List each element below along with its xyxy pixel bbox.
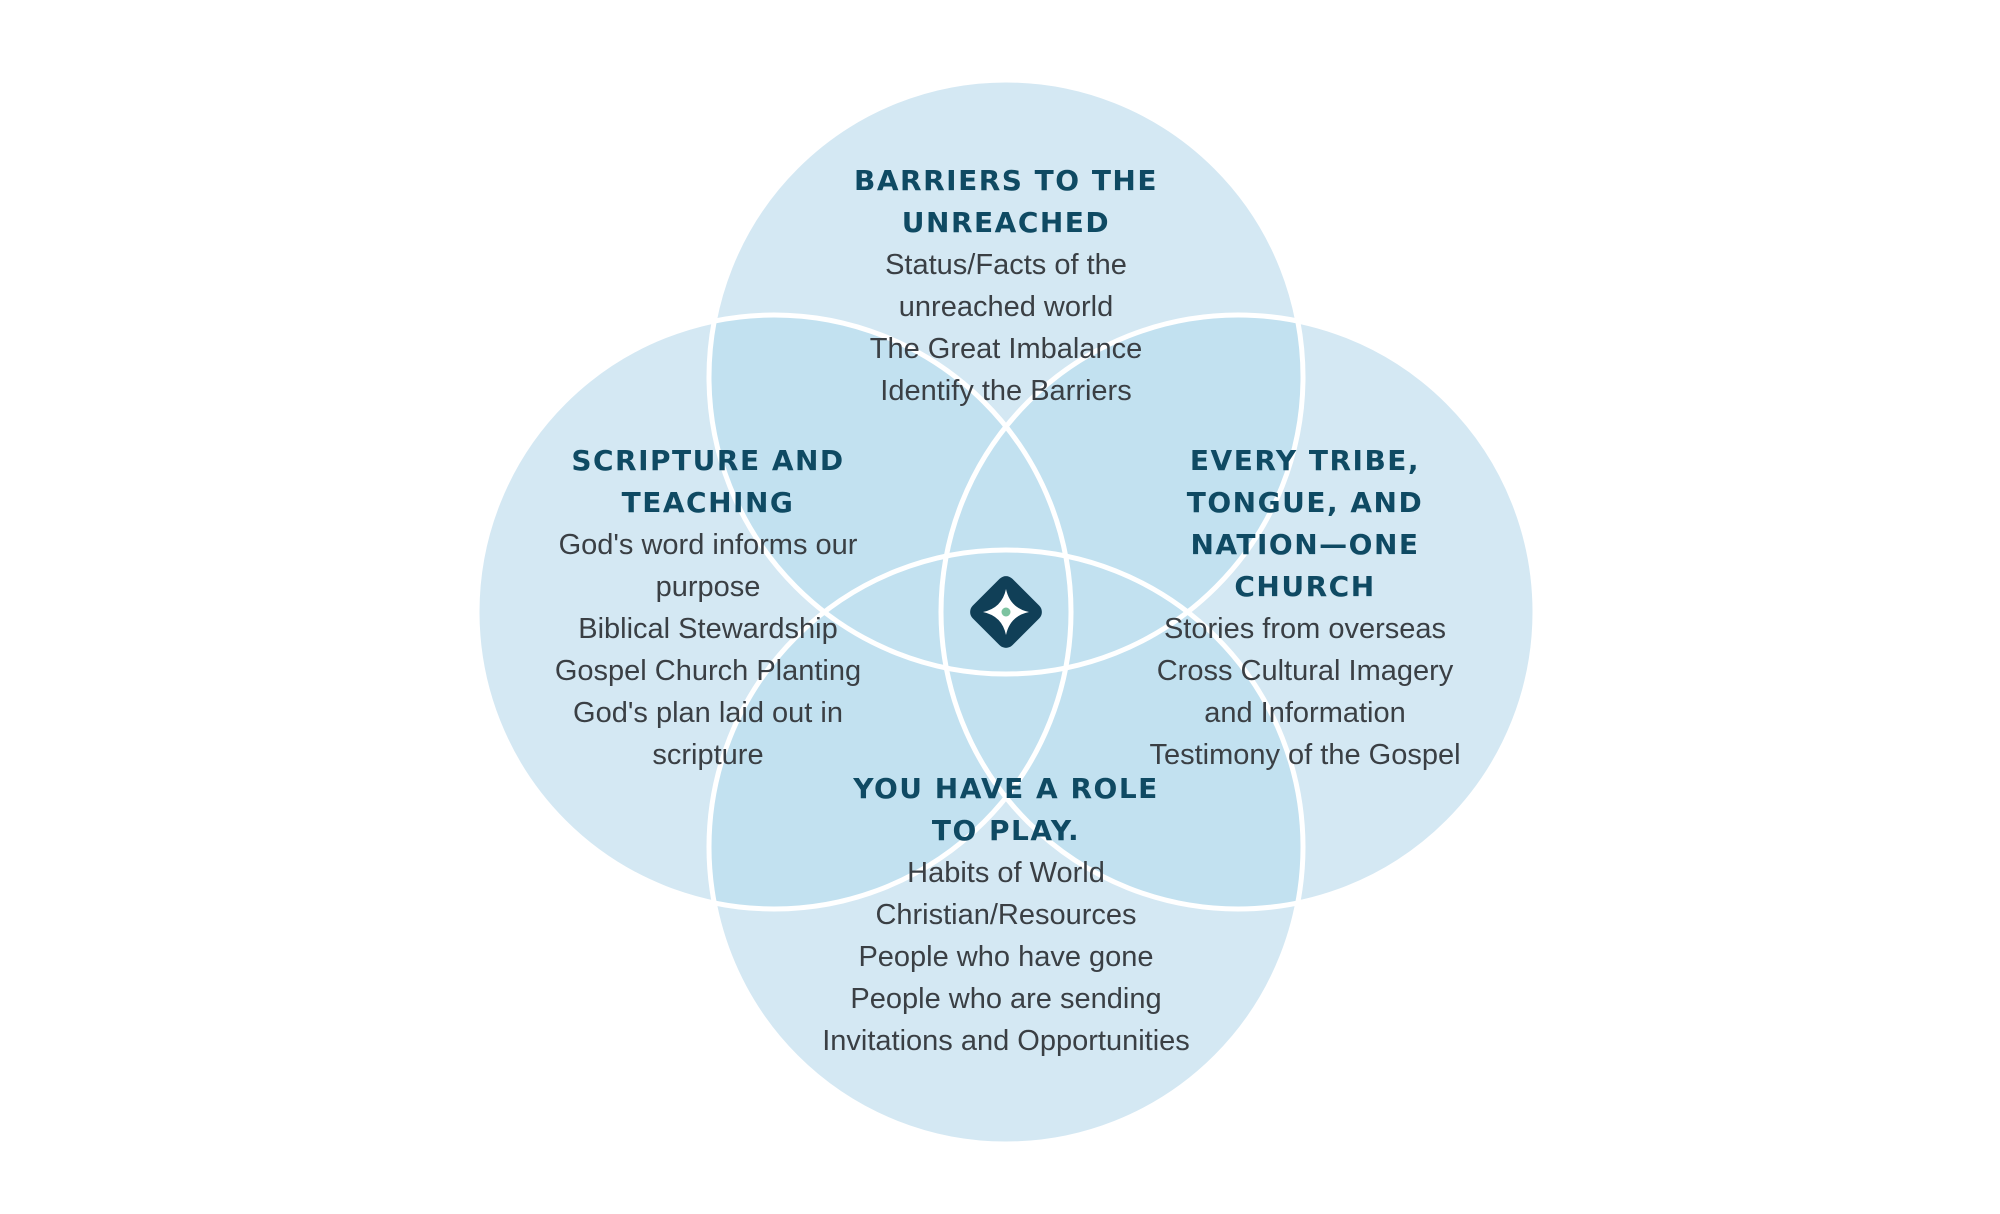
item-line: People who are sending [850, 983, 1162, 1015]
category-items: God's word informs our purpose Biblical … [508, 524, 908, 776]
heading-line: NATION—ONE [1190, 528, 1420, 561]
item-line: Stories from overseas [1163, 613, 1447, 645]
heading-line: YOU HAVE A ROLE [853, 772, 1159, 805]
category-barriers: BARRIERS TO THE UNREACHED Status/Facts o… [806, 160, 1206, 412]
item-line: scripture [652, 739, 764, 771]
category-items: Habits of World Christian/Resources Peop… [786, 852, 1226, 1062]
heading-line: EVERY TRIBE, [1189, 444, 1421, 477]
heading-line: UNREACHED [901, 206, 1111, 239]
item-line: People who have gone [858, 941, 1154, 973]
outline-top [706, 77, 1306, 677]
item-line: The Great Imbalance [869, 333, 1143, 365]
item-line: Biblical Stewardship [578, 613, 838, 645]
item-line: Invitations and Opportunities [822, 1025, 1190, 1057]
category-your-role: YOU HAVE A ROLE TO PLAY. Habits of World… [786, 768, 1226, 1062]
category-heading: YOU HAVE A ROLE TO PLAY. [786, 768, 1226, 852]
category-heading: EVERY TRIBE, TONGUE, AND NATION—ONE CHUR… [1110, 440, 1500, 608]
item-line: purpose [655, 571, 761, 603]
outline-left [474, 312, 1074, 912]
item-line: Status/Facts of the [885, 249, 1127, 281]
heading-line: CHURCH [1234, 570, 1376, 603]
category-items: Stories from overseas Cross Cultural Ima… [1110, 608, 1500, 776]
category-heading: SCRIPTURE AND TEACHING [508, 440, 908, 524]
category-heading: BARRIERS TO THE UNREACHED [806, 160, 1206, 244]
category-every-tribe: EVERY TRIBE, TONGUE, AND NATION—ONE CHUR… [1110, 440, 1500, 776]
item-line: Cross Cultural Imagery [1156, 655, 1454, 687]
outline-bottom [706, 547, 1306, 1147]
item-line: Gospel Church Planting [554, 655, 862, 687]
category-scripture: SCRIPTURE AND TEACHING God's word inform… [508, 440, 908, 776]
item-line: Testimony of the Gospel [1149, 739, 1461, 771]
item-line: Identify the Barriers [880, 375, 1132, 407]
heading-line: TEACHING [621, 486, 795, 519]
heading-line: SCRIPTURE AND [571, 444, 845, 477]
item-line: unreached world [898, 291, 1114, 323]
heading-line: BARRIERS TO THE [854, 164, 1158, 197]
item-line: God's plan laid out in [573, 697, 843, 729]
heading-line: TONGUE, AND [1186, 486, 1424, 519]
item-line: God's word informs our [558, 529, 858, 561]
item-line: Christian/Resources [875, 899, 1137, 931]
compass-star-diamond-icon [970, 576, 1042, 648]
item-line: Habits of World [907, 857, 1105, 889]
category-items: Status/Facts of the unreached world The … [806, 244, 1206, 412]
heading-line: TO PLAY. [931, 814, 1081, 847]
item-line: and Information [1204, 697, 1406, 729]
outline-right [938, 312, 1538, 912]
